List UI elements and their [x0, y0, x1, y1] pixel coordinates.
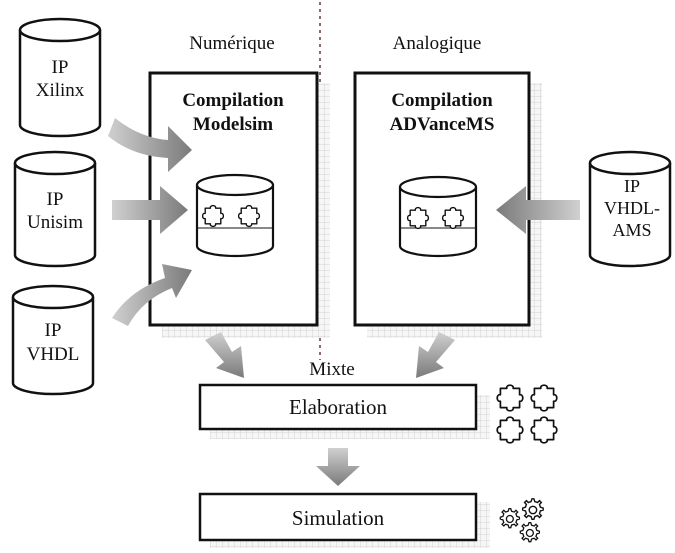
- advancems-title-line2: ADVanceMS: [390, 114, 495, 135]
- puzzle-icon: [530, 416, 558, 444]
- ip-xilinx-cylinder: IP Xilinx: [18, 17, 102, 138]
- simulation-box: [198, 492, 478, 542]
- ip-vhdl-ams-cylinder: IP VHDL- AMS: [588, 150, 672, 268]
- gear-icon: [499, 507, 521, 529]
- gear-icon: [521, 498, 544, 521]
- ip-vhdl-cylinder: IP VHDL: [11, 284, 95, 396]
- gear-icon: [519, 521, 541, 543]
- ip-vhdl-line1: IP: [45, 320, 62, 341]
- puzzle-icon: [237, 204, 261, 228]
- ip-vhdl-line2: VHDL: [27, 344, 80, 365]
- arrow-advancems-to-elaboration: [416, 332, 455, 378]
- advancems-library-cylinder: [398, 175, 478, 258]
- modelsim-title-line1: Compilation: [182, 90, 284, 111]
- advancems-title-line1: Compilation: [391, 90, 493, 111]
- puzzle-icon: [496, 416, 524, 444]
- puzzle-icon: [201, 204, 225, 228]
- arrow-xilinx-to-modelsim: [108, 118, 192, 172]
- arrow-modelsim-to-elaboration: [205, 332, 244, 378]
- ip-ams-line1: IP: [624, 176, 640, 196]
- ip-xilinx-line2: Xilinx: [36, 80, 85, 101]
- ip-xilinx-line1: IP: [52, 57, 69, 78]
- elaboration-box: [198, 383, 478, 431]
- puzzle-icon: [406, 206, 430, 230]
- elaboration-label: Elaboration: [289, 395, 387, 419]
- modelsim-title-line2: Modelsim: [193, 114, 273, 135]
- numeric-section-label: Numérique: [189, 33, 274, 54]
- puzzle-icon: [530, 384, 558, 412]
- puzzle-icon: [496, 384, 524, 412]
- ip-unisim-line2: Unisim: [27, 212, 83, 233]
- puzzle-group-icon: [496, 384, 558, 444]
- ip-ams-line3: AMS: [612, 220, 651, 240]
- gears-icon: [499, 498, 544, 543]
- arrow-vhdl-to-modelsim: [112, 264, 192, 326]
- ip-ams-line2: VHDL-: [604, 198, 660, 218]
- arrow-ams-to-advancems: [496, 186, 580, 234]
- modelsim-library-cylinder: [195, 173, 275, 258]
- simulation-label: Simulation: [292, 506, 385, 530]
- arrow-elaboration-to-simulation: [316, 448, 360, 486]
- puzzle-icon: [441, 206, 465, 230]
- ip-unisim-cylinder: IP Unisim: [13, 150, 97, 268]
- mixed-section-label: Mixte: [309, 359, 354, 380]
- analog-section-label: Analogique: [393, 33, 482, 54]
- ip-unisim-line1: IP: [47, 189, 64, 210]
- arrow-unisim-to-modelsim: [112, 186, 188, 234]
